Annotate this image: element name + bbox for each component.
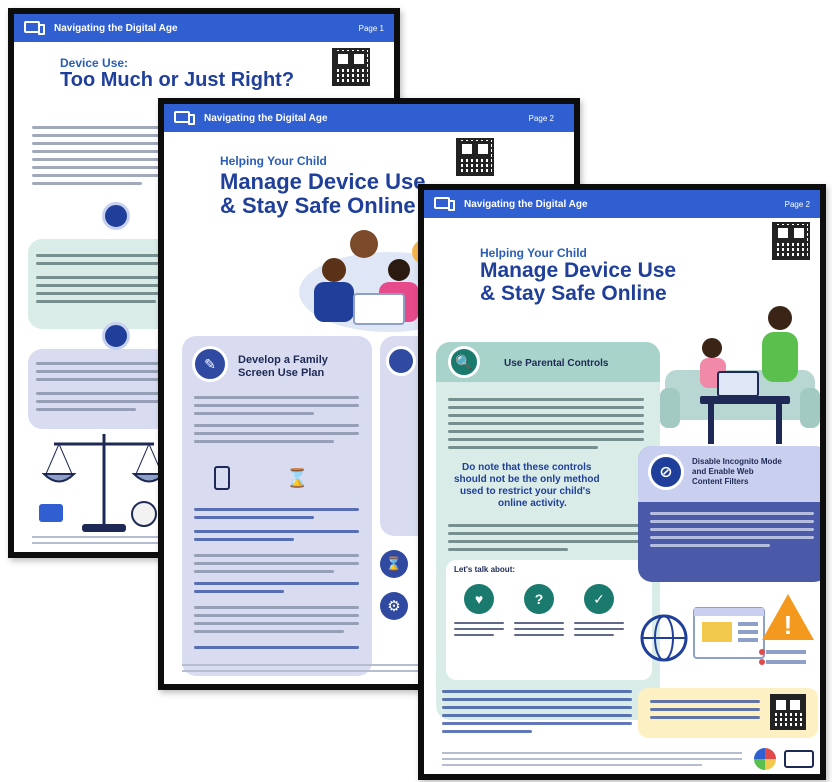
page-1-title: Too Much or Just Right? bbox=[60, 69, 295, 91]
no-incognito-icon: ⊘ bbox=[648, 454, 684, 490]
page-3-page-number: Page 2 bbox=[784, 199, 810, 209]
page-1-page-number: Page 1 bbox=[358, 23, 384, 33]
organization-logo bbox=[754, 748, 776, 770]
lets-talk-box bbox=[446, 560, 652, 680]
page-2-kicker: Helping Your Child bbox=[220, 154, 327, 168]
device-icon bbox=[174, 110, 196, 126]
parent-child-couch-illustration bbox=[660, 306, 820, 444]
page-3-title-line-2: & Stay Safe Online bbox=[480, 282, 667, 305]
page-1-kicker: Device Use: bbox=[60, 56, 129, 70]
incognito-title-line-3: Content Filters bbox=[692, 477, 749, 486]
page-2-page-number: Page 2 bbox=[528, 113, 554, 123]
controls-note-line-4: online activity. bbox=[498, 498, 567, 509]
qr-code bbox=[456, 138, 494, 176]
incognito-title-line-1: Disable Incognito Mode bbox=[692, 457, 782, 466]
question-icon: ? bbox=[524, 584, 554, 614]
balance-scale-illustration bbox=[39, 434, 167, 532]
controls-note-line-3: used to restrict your child's bbox=[460, 486, 591, 497]
warning-icon: ! bbox=[784, 610, 793, 640]
qr-code bbox=[772, 222, 810, 260]
page-2-header-title: Navigating the Digital Age bbox=[204, 112, 328, 124]
device-icon bbox=[24, 20, 46, 36]
qr-code bbox=[770, 694, 806, 730]
family-screen-use-plan-card bbox=[182, 336, 372, 676]
incognito-title-line-2: and Enable Web bbox=[692, 467, 754, 476]
hourglass-icon: ⌛ bbox=[286, 468, 309, 488]
page-2-plan-icon: ✎ bbox=[192, 346, 228, 382]
page-2-card-title-line-1: Develop a Family bbox=[238, 354, 328, 366]
controls-note-line-1: Do note that these controls bbox=[462, 462, 592, 473]
search-icon: 🔍 bbox=[448, 346, 480, 378]
page-1-card-1-icon bbox=[102, 202, 130, 230]
page-1-card-2-icon bbox=[102, 322, 130, 350]
page-3-manage-device-use: Navigating the Digital Age Page 2 Helpin… bbox=[418, 184, 826, 780]
lets-talk-label: Let's talk about: bbox=[454, 565, 516, 574]
web-filter-illustration: ! bbox=[640, 594, 814, 665]
pencil-icon: ✎ bbox=[204, 355, 216, 372]
gear-icon: ⚙ bbox=[380, 592, 408, 620]
controls-note-line-2: should not be the only method bbox=[454, 474, 600, 485]
check-icon: ✓ bbox=[584, 584, 614, 614]
hourglass-icon: ⌛ bbox=[380, 550, 408, 578]
page-2-title-line-1: Manage Device Use bbox=[220, 169, 426, 194]
page-2-header: Navigating the Digital Age Page 2 bbox=[164, 104, 574, 132]
qr-code bbox=[332, 48, 370, 86]
heart-icon: ♥ bbox=[464, 584, 494, 614]
page-2-title-line-2: & Stay Safe Online bbox=[220, 193, 416, 218]
phone-icon bbox=[214, 466, 230, 490]
page-3-kicker: Helping Your Child bbox=[480, 246, 587, 260]
partner-logo bbox=[784, 750, 814, 768]
page-1-header-title: Navigating the Digital Age bbox=[54, 22, 178, 34]
page-1-header: Navigating the Digital Age Page 1 bbox=[14, 14, 394, 42]
parental-controls-title: Use Parental Controls bbox=[504, 358, 609, 369]
page-3-title-line-1: Manage Device Use bbox=[480, 259, 677, 282]
device-icon bbox=[434, 196, 456, 212]
page-2-card-title-line-2: Screen Use Plan bbox=[238, 367, 325, 379]
page-2-right-card-icon bbox=[386, 346, 416, 376]
page-3-header: Navigating the Digital Age Page 2 bbox=[424, 190, 820, 218]
page-3-header-title: Navigating the Digital Age bbox=[464, 198, 588, 210]
